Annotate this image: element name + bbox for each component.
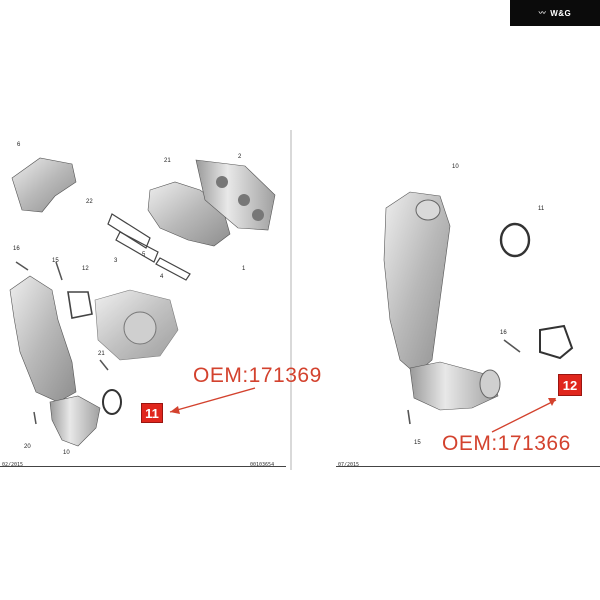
manifold-gaskets xyxy=(107,213,191,281)
callout: 16 xyxy=(500,330,507,336)
right-studs xyxy=(407,339,521,425)
right-part-badge: 12 xyxy=(558,374,582,396)
callout: 21 xyxy=(164,158,171,164)
left-oem-label: OEM:171369 xyxy=(193,364,322,387)
turbocharger xyxy=(94,289,179,361)
right-oem-label: OEM:171366 xyxy=(442,432,571,455)
callout: 4 xyxy=(160,274,164,280)
left-pointer-arrow xyxy=(169,387,256,413)
callout: 11 xyxy=(538,206,545,212)
left-footer-code: 00103654 xyxy=(250,462,275,468)
right-callout-labels: 10 11 16 15 xyxy=(414,164,545,446)
callout: 2 xyxy=(238,154,242,160)
left-footer-rule xyxy=(0,466,286,467)
left-arrow-head xyxy=(170,406,180,414)
brand-logo: 〰 W&G xyxy=(510,0,600,26)
callout: 6 xyxy=(17,142,21,148)
callout: 15 xyxy=(52,258,59,264)
heat-shield-bracket xyxy=(11,157,77,213)
left-footer-date: 02/2015 xyxy=(2,462,24,468)
exhaust-clamp xyxy=(102,389,122,415)
studs xyxy=(15,261,109,425)
callout: 12 xyxy=(82,266,89,272)
left-part-badge: 11 xyxy=(141,403,163,423)
turbo-gasket xyxy=(67,291,93,319)
right-footer-rule xyxy=(336,466,600,467)
callout: 10 xyxy=(63,450,70,456)
right-footer-date: 07/2015 xyxy=(338,462,360,468)
right-arrow-head xyxy=(548,398,556,406)
right-catalytic-converter xyxy=(383,191,501,411)
wave-logo-icon: 〰 xyxy=(538,10,547,17)
callout: 1 xyxy=(242,266,246,272)
exhaust-manifold xyxy=(147,159,276,247)
catalytic-converter xyxy=(9,275,101,447)
right-pointer-arrow xyxy=(491,399,557,433)
callout: 3 xyxy=(114,258,118,264)
left-callout-labels: 6 21 2 22 3 5 4 1 16 15 12 21 20 10 xyxy=(13,142,246,456)
right-clamp xyxy=(499,222,531,258)
callout: 5 xyxy=(142,252,146,258)
callout: 22 xyxy=(86,199,93,205)
brand-text: W&G xyxy=(550,8,572,18)
callout: 21 xyxy=(98,351,105,357)
right-gasket xyxy=(539,324,574,360)
callout: 15 xyxy=(414,440,421,446)
callout: 16 xyxy=(13,246,20,252)
callout: 10 xyxy=(452,164,459,170)
callout: 20 xyxy=(24,444,31,450)
